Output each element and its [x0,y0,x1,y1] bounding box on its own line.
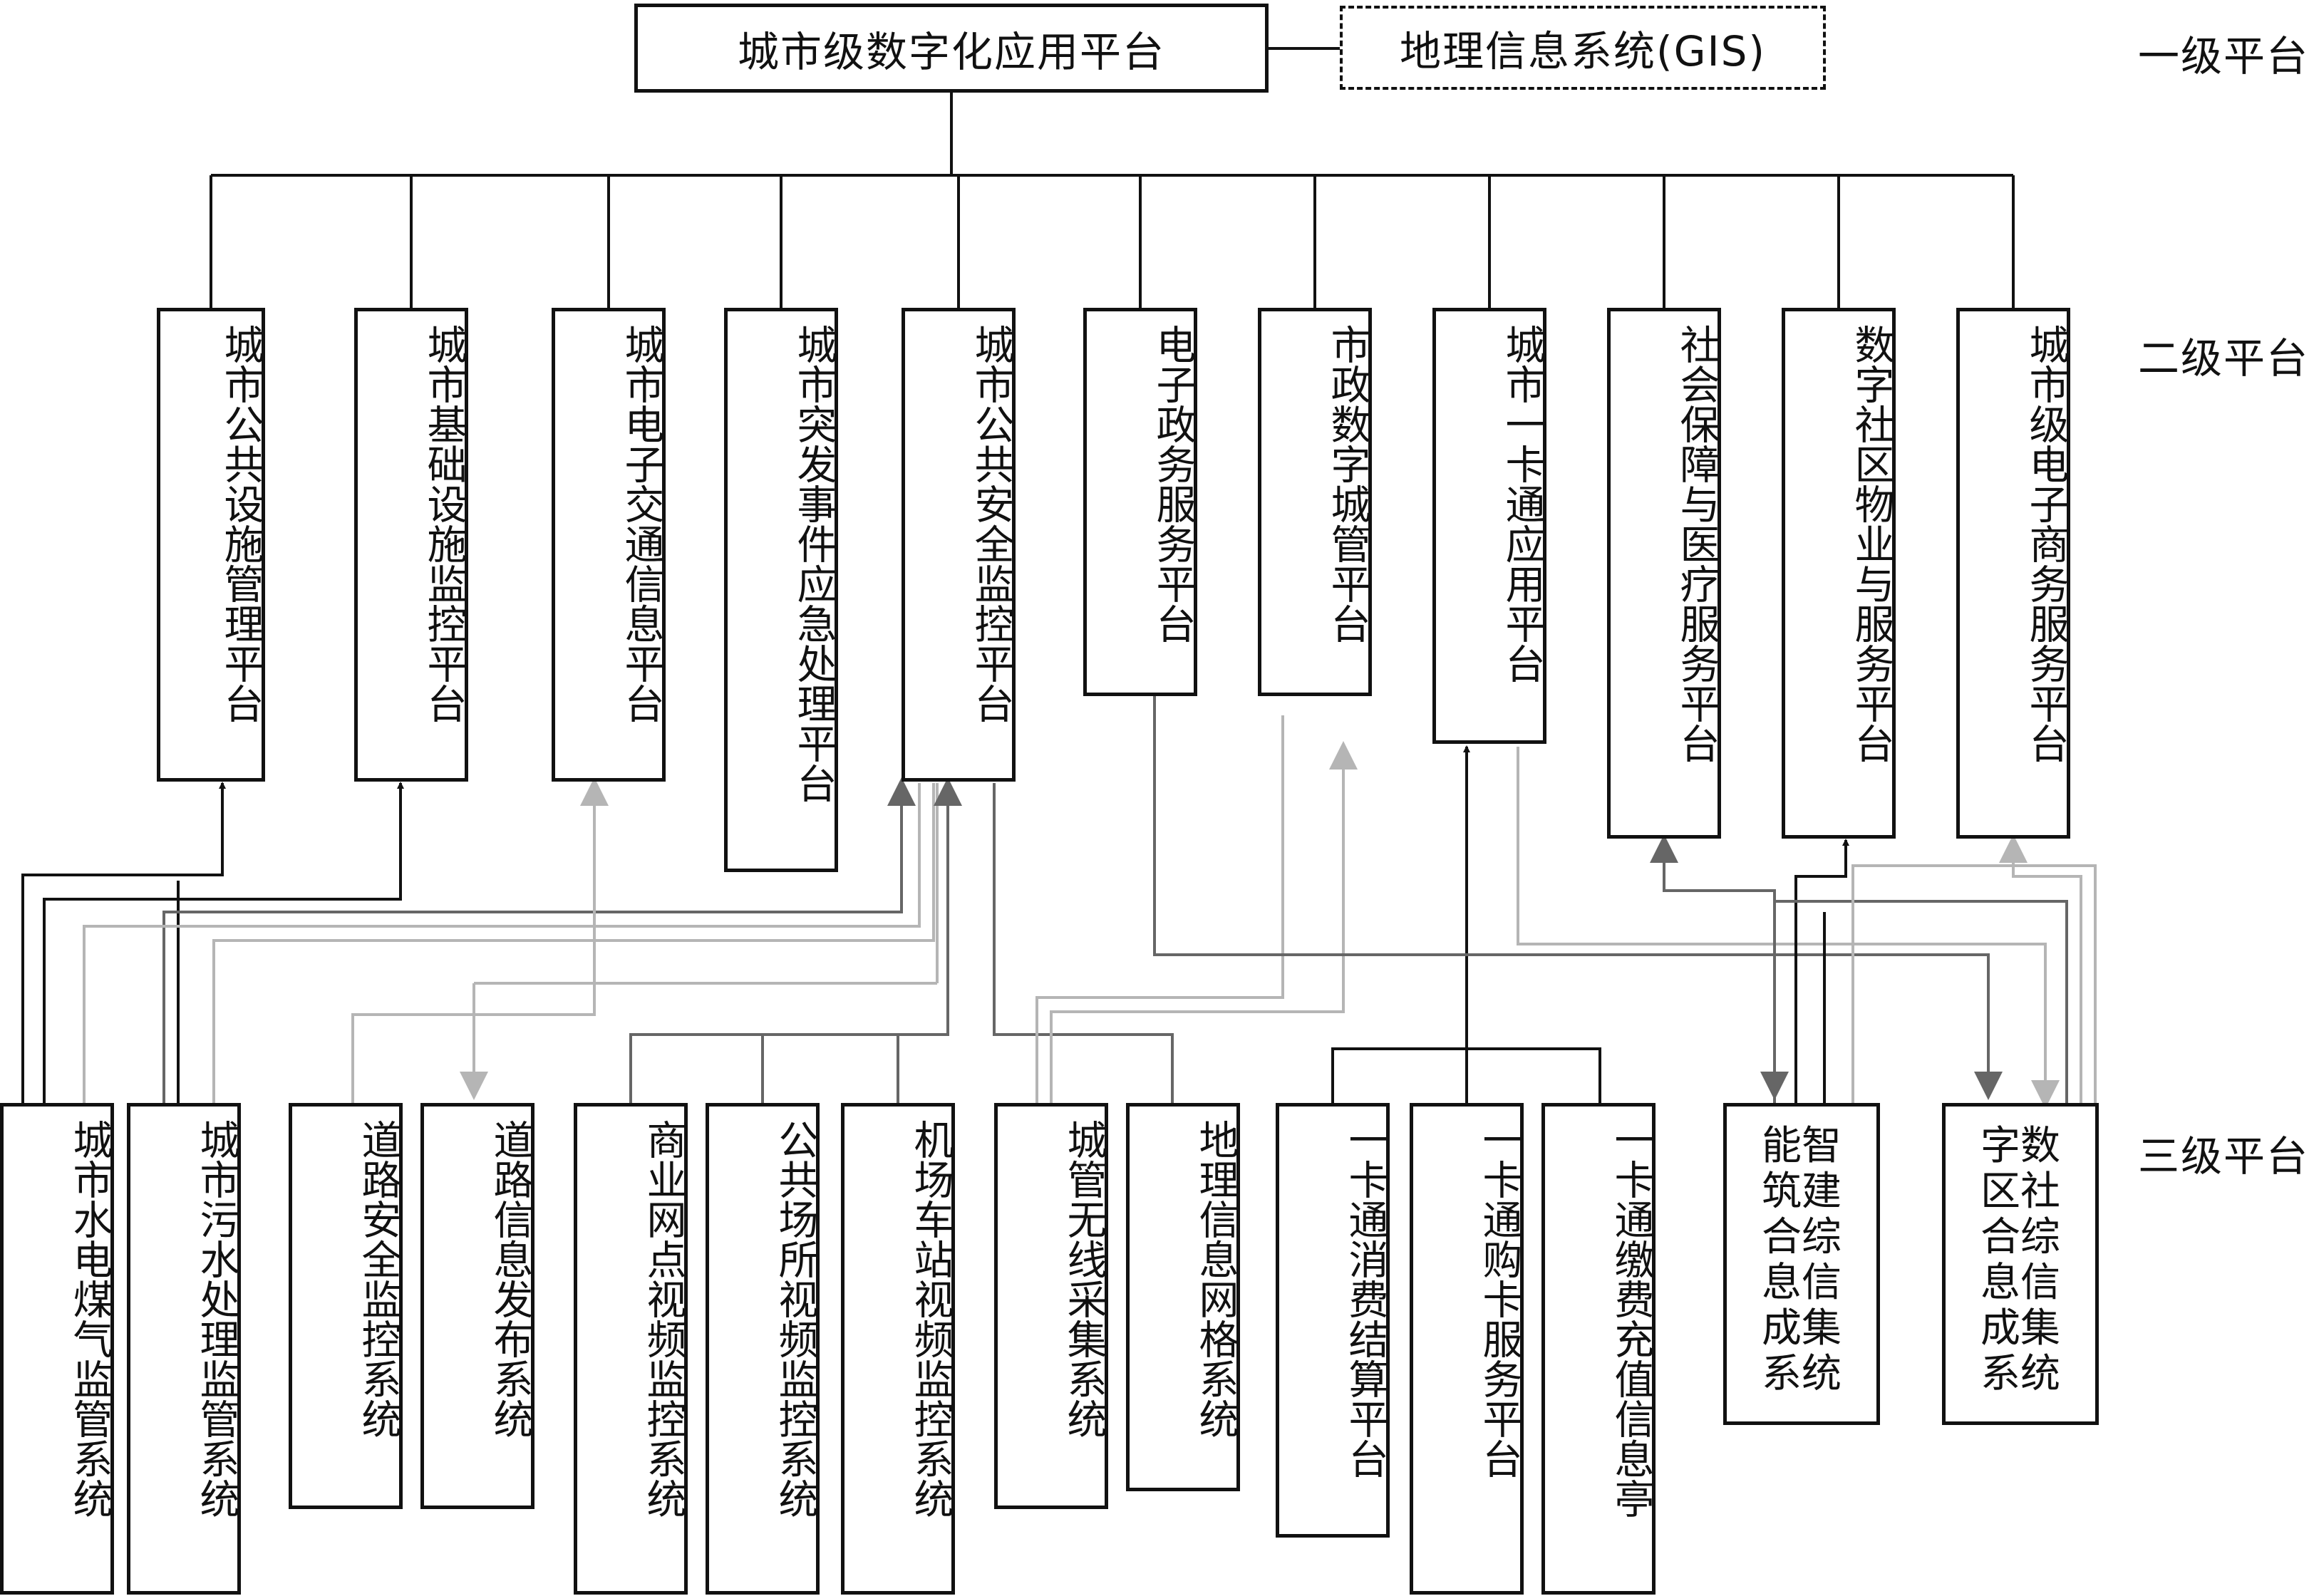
level-label-second: 二级平台 [2138,334,2310,383]
l3-geo-grid-label: 地理信息网格系统 [1192,1119,1239,1439]
l2-traffic-label: 城市电子交通信息平台 [618,324,664,723]
city-digital-platform-label: 城市级数字化应用平台 [737,27,1165,76]
l2-urban-mgmt-box: 市政数字城管平台 [1258,308,1372,696]
connector-line [43,782,404,1103]
l2-urban-mgmt-label: 市政数字城管平台 [1324,324,1370,643]
l3-utility-label: 城市水电煤气监管系统 [66,1119,113,1518]
l2-public-facilities-box: 城市公共设施管理平台 [157,308,265,782]
connector-line [162,777,916,1103]
l3-smart-building-label: 能智筑建合综息信成集系统 [1762,1123,1842,1397]
l3-digital-community-label: 字数区社合综息信成集系统 [1980,1123,2060,1397]
l2-infrastructure-label: 城市基础设施监控平台 [420,324,467,723]
level-label-first: 一级平台 [2138,32,2310,81]
l3-commercial-video-box: 商业网点视频监控系统 [574,1103,688,1595]
l2-ecommerce-box: 城市级电子商务服务平台 [1956,308,2070,839]
l2-public-facilities-label: 城市公共设施管理平台 [217,324,264,723]
l2-traffic-box: 城市电子交通信息平台 [552,308,666,782]
l2-ecommerce-label: 城市级电子商务服务平台 [2023,324,2069,763]
l3-commercial-video-label: 商业网点视频监控系统 [640,1119,686,1518]
connector-line [1650,834,1776,1103]
l2-infrastructure-box: 城市基础设施监控平台 [354,308,468,782]
l3-road-safety-box: 道路安全监控系统 [289,1103,403,1509]
l2-egov-box: 电子政务服务平台 [1083,308,1197,696]
l3-card-purchase-label: 一卡通购卡服务平台 [1476,1119,1522,1478]
l3-card-kiosk-box: 一卡通缴费充值信息亭 [1541,1103,1656,1595]
l3-geo-grid-box: 地理信息网格系统 [1126,1103,1240,1491]
l2-social-medical-label: 社会保障与医疗服务平台 [1673,324,1720,763]
connector-line [1794,839,1849,1103]
connector-line [83,783,921,1103]
l2-emergency-box: 城市突发事件应急处理平台 [724,308,838,872]
l3-utility-box: 城市水电煤气监管系统 [0,1103,114,1595]
l2-egov-label: 电子政务服务平台 [1150,324,1196,643]
connector-line [1760,900,2068,1103]
l3-public-video-label: 公共场所视频监控系统 [772,1119,818,1518]
l3-card-kiosk-label: 一卡通缴费充值信息亭 [1608,1119,1654,1518]
l3-wireless-box: 城管无线采集系统 [994,1103,1108,1509]
l2-emergency-label: 城市突发事件应急处理平台 [790,324,837,803]
l3-digital-community-box: 字数区社合综息信成集系统 [1942,1103,2099,1425]
l2-citycard-label: 城市一卡通应用平台 [1499,324,1545,683]
l3-wireless-label: 城管无线采集系统 [1060,1119,1107,1439]
connector-line [1999,834,2082,1103]
l3-sewage-box: 城市污水处理监管系统 [127,1103,241,1595]
connector-line [1851,864,2097,1103]
l3-airport-video-box: 机场车站视频监控系统 [841,1103,955,1595]
l2-community-label: 数字社区物业与服务平台 [1848,324,1894,763]
l3-smart-building-box: 能智筑建合综息信成集系统 [1723,1103,1880,1425]
connector-line [1153,696,2003,1100]
gis-box: 地理信息系统(GIS) [1340,6,1826,90]
l3-road-info-label: 道路信息发布系统 [487,1119,533,1439]
level-label-third: 三级平台 [2138,1132,2310,1181]
l2-public-security-label: 城市公共安全监控平台 [968,324,1014,723]
l3-road-info-box: 道路信息发布系统 [420,1103,534,1509]
l2-citycard-box: 城市一卡通应用平台 [1432,308,1546,744]
l2-community-box: 数字社区物业与服务平台 [1782,308,1896,839]
connector-line [212,783,935,1103]
connector-line [21,782,226,1103]
connector-line [1050,741,1358,1103]
l3-card-settlement-box: 一卡通消费结算平台 [1276,1103,1390,1538]
l2-public-security-box: 城市公共安全监控平台 [902,308,1016,782]
l3-public-video-box: 公共场所视频监控系统 [706,1103,820,1595]
gis-label: 地理信息系统(GIS) [1399,27,1767,76]
connector-line [1517,747,2060,1109]
l3-road-safety-label: 道路安全监控系统 [355,1119,401,1439]
connector-line [993,783,1174,1103]
connector-line [1035,715,1284,1103]
l3-card-purchase-box: 一卡通购卡服务平台 [1410,1103,1524,1595]
connector-line [629,777,962,1103]
city-digital-platform-box: 城市级数字化应用平台 [634,4,1269,93]
l3-airport-video-label: 机场车站视频监控系统 [907,1119,954,1518]
l2-social-medical-box: 社会保障与医疗服务平台 [1607,308,1721,839]
l3-card-settlement-label: 一卡通消费结算平台 [1342,1119,1388,1478]
l3-sewage-label: 城市污水处理监管系统 [193,1119,239,1518]
